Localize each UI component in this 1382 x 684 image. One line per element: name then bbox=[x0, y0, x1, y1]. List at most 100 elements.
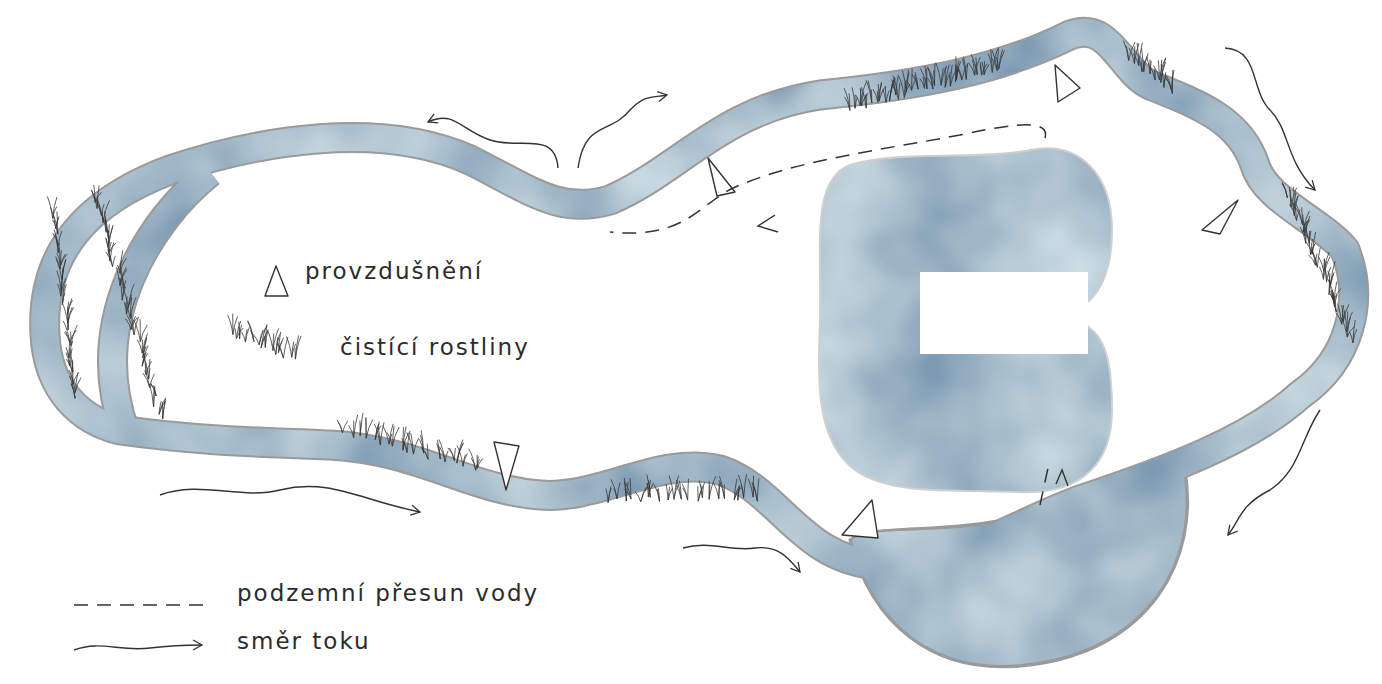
grass-blade bbox=[890, 82, 894, 101]
grass-blade bbox=[971, 54, 977, 74]
grass-blade bbox=[641, 487, 648, 502]
grass-blade bbox=[1126, 46, 1128, 61]
grass-blade bbox=[1154, 70, 1156, 80]
grass-blade bbox=[228, 315, 233, 335]
grass-blade bbox=[1353, 320, 1355, 343]
grass-blade bbox=[58, 231, 62, 246]
grass-blade bbox=[365, 417, 366, 438]
grass-blade bbox=[67, 307, 68, 330]
grass-blade bbox=[641, 487, 647, 502]
grass-blade bbox=[68, 307, 74, 323]
grass-blade bbox=[647, 475, 650, 498]
grass-blade bbox=[674, 484, 678, 499]
grass-blade bbox=[899, 83, 900, 99]
grass-blade bbox=[247, 321, 254, 341]
grass-blade bbox=[614, 489, 617, 499]
grass-blade bbox=[70, 376, 76, 398]
grass-blade bbox=[1137, 43, 1139, 66]
grass-blade bbox=[113, 256, 116, 266]
grass-blade bbox=[1306, 242, 1313, 255]
grass-blade bbox=[992, 51, 997, 71]
grass-blade bbox=[1330, 294, 1336, 312]
grass-blade bbox=[1319, 257, 1324, 272]
grass-blade bbox=[445, 451, 448, 462]
grass-blade bbox=[927, 78, 933, 89]
grass-blade bbox=[611, 479, 617, 498]
grass-blade bbox=[1138, 58, 1142, 71]
grass-blade bbox=[1282, 182, 1288, 198]
grass-blade bbox=[337, 420, 343, 433]
grass-blade bbox=[886, 91, 889, 103]
grass-blade bbox=[1161, 64, 1164, 87]
grass-blade bbox=[62, 302, 68, 323]
grass-blade bbox=[1331, 294, 1337, 312]
grass-blade bbox=[868, 81, 872, 103]
grass-blade bbox=[630, 478, 631, 499]
grass-blade bbox=[448, 448, 454, 461]
grass-blade bbox=[1124, 41, 1129, 61]
grass-blade bbox=[1143, 61, 1145, 72]
grass-blade bbox=[757, 478, 759, 501]
grass-blade bbox=[421, 447, 428, 460]
grass-blade bbox=[883, 89, 886, 102]
grass-blade bbox=[273, 344, 276, 354]
grass-blade bbox=[980, 65, 982, 76]
pond-lobe-edge bbox=[850, 468, 1188, 667]
grass-blade bbox=[666, 484, 668, 500]
grass-blade bbox=[134, 320, 141, 342]
grass-blade bbox=[624, 489, 631, 499]
grass-blade bbox=[69, 370, 75, 392]
grass-blade bbox=[295, 336, 301, 359]
grass-blade bbox=[698, 482, 705, 501]
grass-blade bbox=[245, 327, 249, 342]
grass-blade bbox=[606, 488, 608, 502]
grass-blade bbox=[699, 480, 702, 497]
grass-blade bbox=[253, 334, 259, 345]
grass-blade bbox=[149, 359, 150, 379]
grass-blade bbox=[925, 66, 927, 89]
grass-blade bbox=[718, 484, 719, 499]
grass-blade bbox=[697, 486, 699, 501]
grass-blade bbox=[450, 448, 455, 461]
grass-blade bbox=[748, 479, 753, 497]
grass-blade bbox=[149, 368, 150, 379]
grass-blade bbox=[899, 77, 904, 98]
grass-blade bbox=[934, 63, 936, 86]
grass-blade bbox=[58, 284, 61, 296]
grass-blade bbox=[407, 432, 414, 454]
grass-blade bbox=[701, 484, 703, 498]
grass-blade bbox=[419, 439, 423, 453]
grass-blade bbox=[1290, 204, 1297, 220]
grass-blade bbox=[95, 197, 102, 216]
grass-blade bbox=[248, 321, 254, 342]
grass-blade bbox=[57, 212, 58, 235]
grass-blade bbox=[109, 243, 116, 253]
grass-blade bbox=[261, 325, 267, 349]
grass-blade bbox=[71, 384, 75, 399]
grass-blade bbox=[713, 483, 718, 499]
grass-blade bbox=[469, 449, 476, 471]
building bbox=[920, 272, 1088, 354]
grass-blade bbox=[912, 78, 917, 90]
grass-blade bbox=[936, 63, 941, 86]
grass-blade bbox=[852, 87, 855, 108]
grass-blade bbox=[1347, 327, 1354, 337]
grass-blade bbox=[912, 74, 918, 89]
grass-blade bbox=[236, 321, 240, 339]
grass-blade bbox=[463, 455, 465, 467]
grass-blade bbox=[463, 454, 467, 467]
grass-blade bbox=[734, 486, 739, 500]
grass-blade bbox=[360, 413, 363, 436]
grass-blade bbox=[744, 474, 747, 498]
grass-blade bbox=[62, 284, 66, 304]
grass-blade bbox=[980, 62, 981, 75]
grass-blade bbox=[1139, 43, 1143, 66]
grass-blade bbox=[343, 421, 348, 433]
grass-blade bbox=[63, 321, 69, 343]
grass-blade bbox=[752, 483, 757, 502]
flow-arrows bbox=[74, 48, 1320, 650]
grass-blade bbox=[669, 476, 674, 500]
grass-blade bbox=[163, 398, 166, 419]
grass-blade bbox=[232, 314, 233, 335]
grass-blade bbox=[1320, 267, 1324, 279]
